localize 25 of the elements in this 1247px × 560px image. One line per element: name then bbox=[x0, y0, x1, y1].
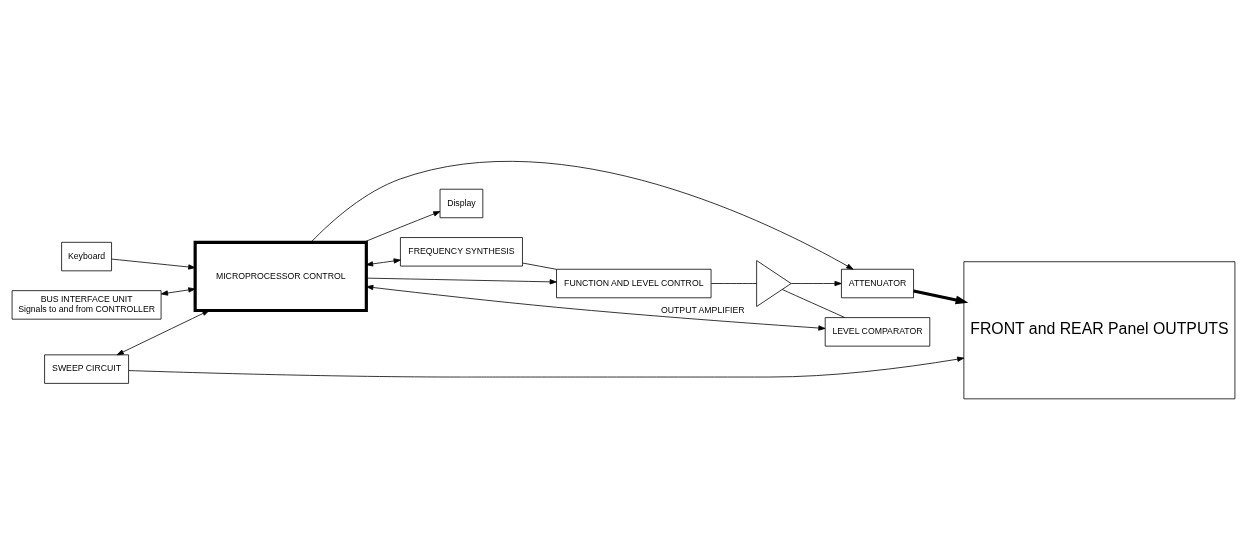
node-box: FREQUENCY SYNTHESIS bbox=[400, 237, 523, 267]
connector bbox=[522, 262, 557, 270]
node-box: Display bbox=[439, 188, 484, 219]
node-box: SWEEP CIRCUIT bbox=[44, 354, 129, 384]
arrow bbox=[366, 277, 557, 285]
arrow bbox=[160, 287, 196, 296]
connector bbox=[781, 289, 846, 318]
arrow bbox=[363, 211, 441, 243]
node-box: Keyboard bbox=[61, 241, 112, 272]
arrow bbox=[366, 284, 826, 331]
arrow bbox=[310, 161, 854, 270]
node-box: FRONT and REAR Panel OUTPUTS bbox=[963, 261, 1236, 400]
arrow bbox=[116, 310, 210, 356]
node-label: OUTPUT AMPLIFIER bbox=[661, 305, 745, 316]
node-box: BUS INTERFACE UNIT Signals to and from CONTROLLER bbox=[11, 290, 162, 320]
arrow bbox=[111, 258, 196, 270]
node-box: LEVEL COMPARATOR bbox=[824, 317, 931, 347]
arrow bbox=[365, 258, 401, 267]
node-box: ATTENUATOR bbox=[841, 268, 914, 299]
connector bbox=[711, 283, 757, 284]
arrow bbox=[913, 289, 969, 305]
node-box: FUNCTION AND LEVEL CONTROL bbox=[556, 268, 712, 299]
node-box: MICROPROCESSOR CONTROL bbox=[193, 240, 368, 313]
arrow bbox=[128, 356, 965, 378]
arrow bbox=[790, 280, 842, 287]
